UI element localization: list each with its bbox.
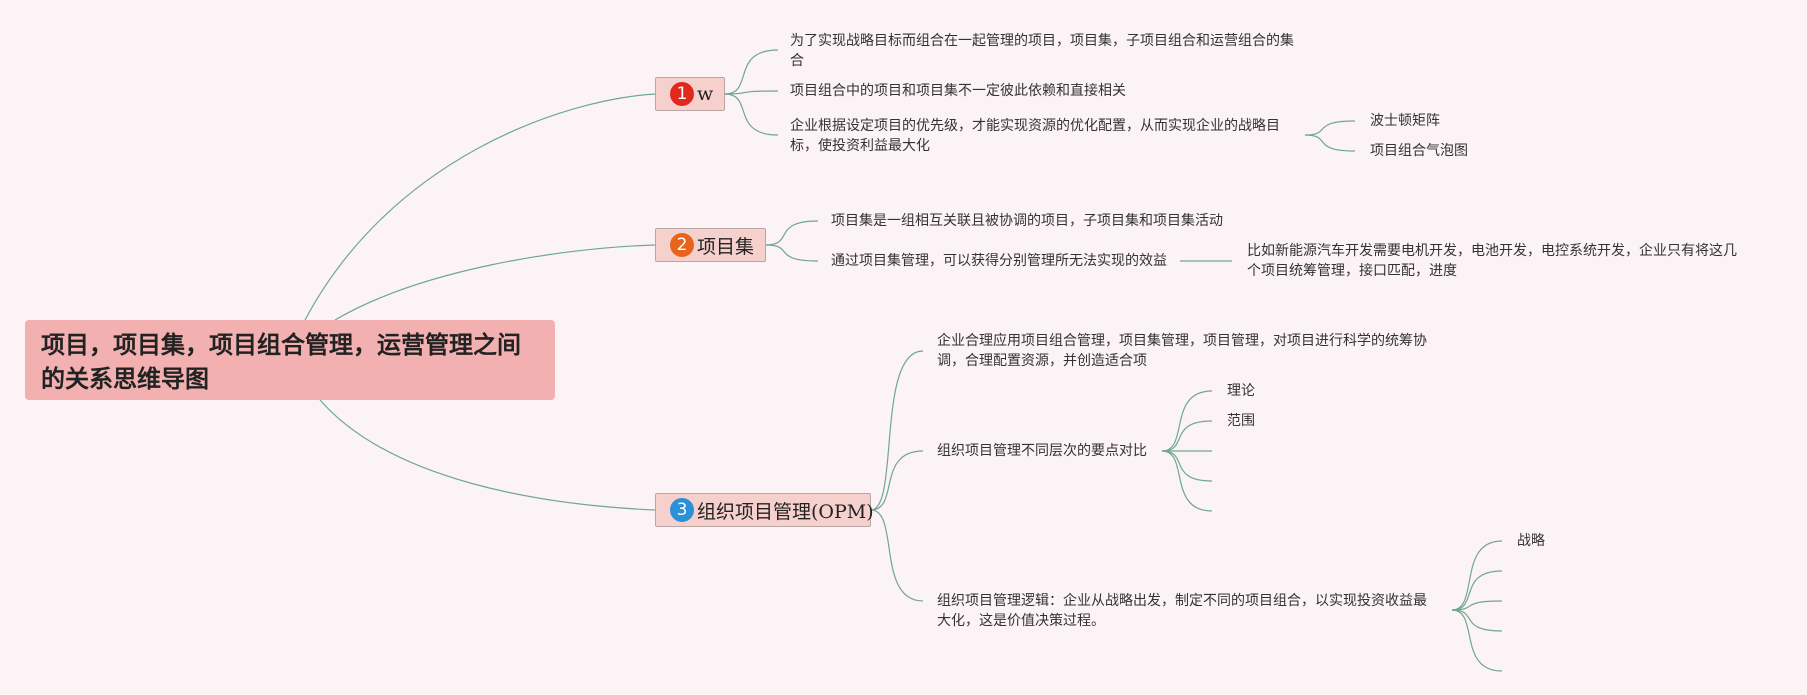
topic-opm-levels[interactable]: 组织项目管理不同层次的要点对比 xyxy=(937,443,1147,459)
topic-portfolio-independence[interactable]: 项目组合中的项目和项目集不一定彼此依赖和直接相关 xyxy=(790,83,1126,99)
connector-branch-1 xyxy=(724,93,779,136)
branch-label: 组织项目管理(OPM) xyxy=(697,500,874,523)
topic-bcg-matrix[interactable]: 波士顿矩阵 xyxy=(1370,113,1440,129)
connector-logic xyxy=(1451,600,1503,611)
connector-priority-tools xyxy=(1304,134,1356,152)
priority-3-icon: 3 xyxy=(670,498,694,522)
connector-branch-1 xyxy=(724,90,779,95)
connector-branch-3 xyxy=(870,350,924,511)
branch-label: w xyxy=(697,83,714,105)
branch-program[interactable]: 2 项目集 xyxy=(655,228,766,262)
connector-root-branch-2 xyxy=(334,244,656,321)
topic-theory[interactable]: 理论 xyxy=(1227,383,1255,399)
connector-root-branch-1 xyxy=(304,93,656,321)
connector-levels xyxy=(1161,420,1213,452)
topic-ev-example[interactable]: 比如新能源汽车开发需要电机开发，电池开发，电控系统开发，企业只有将这几个项目统筹… xyxy=(1247,243,1737,279)
connector-logic xyxy=(1451,540,1503,611)
topic-opm-logic[interactable]: 组织项目管理逻辑：企业从战略出发，制定不同的项目组合，以实现投资收益最大化，这是… xyxy=(937,593,1427,629)
branch-portfolio[interactable]: 1 w xyxy=(655,77,725,111)
topic-scope[interactable]: 范围 xyxy=(1227,413,1255,429)
connector-levels xyxy=(1161,390,1213,452)
priority-2-icon: 2 xyxy=(670,233,694,257)
connector-logic xyxy=(1451,609,1503,672)
topic-program-definition[interactable]: 项目集是一组相互关联且被协调的项目，子项目集和项目集活动 xyxy=(831,213,1223,229)
root-title: 项目，项目集，项目组合管理，运营管理之间的关系思维导图 xyxy=(41,331,521,393)
topic-opm-application[interactable]: 企业合理应用项目组合管理，项目集管理，项目管理，对项目进行科学的统筹协调，合理配… xyxy=(937,333,1427,369)
topic-program-benefit[interactable]: 通过项目集管理，可以获得分别管理所无法实现的效益 xyxy=(831,253,1167,269)
connector-branch-2 xyxy=(765,244,819,262)
connector-branch-1 xyxy=(724,49,779,95)
connector-levels xyxy=(1161,450,1213,512)
connector-logic xyxy=(1451,570,1503,611)
connector-logic xyxy=(1451,609,1503,632)
priority-1-icon: 1 xyxy=(670,82,694,106)
connector-priority-tools xyxy=(1304,120,1356,136)
connector-branch-3 xyxy=(870,450,924,511)
topic-strategy[interactable]: 战略 xyxy=(1517,533,1545,549)
connector-branch-3 xyxy=(870,509,924,602)
connector-root-branch-3 xyxy=(319,399,656,511)
topic-bubble-chart[interactable]: 项目组合气泡图 xyxy=(1370,143,1468,159)
branch-label: 项目集 xyxy=(697,235,755,258)
topic-portfolio-priority[interactable]: 企业根据设定项目的优先级，才能实现资源的优化配置，从而实现企业的战略目标，使投资… xyxy=(790,118,1280,154)
branch-opm[interactable]: 3 组织项目管理(OPM) xyxy=(655,493,874,527)
connector-levels xyxy=(1161,450,1213,482)
connector-branch-2 xyxy=(765,220,819,246)
root-topic[interactable]: 项目，项目集，项目组合管理，运营管理之间的关系思维导图 xyxy=(25,320,555,400)
topic-portfolio-definition[interactable]: 为了实现战略目标而组合在一起管理的项目，项目集，子项目组合和运营组合的集合 xyxy=(790,33,1294,69)
